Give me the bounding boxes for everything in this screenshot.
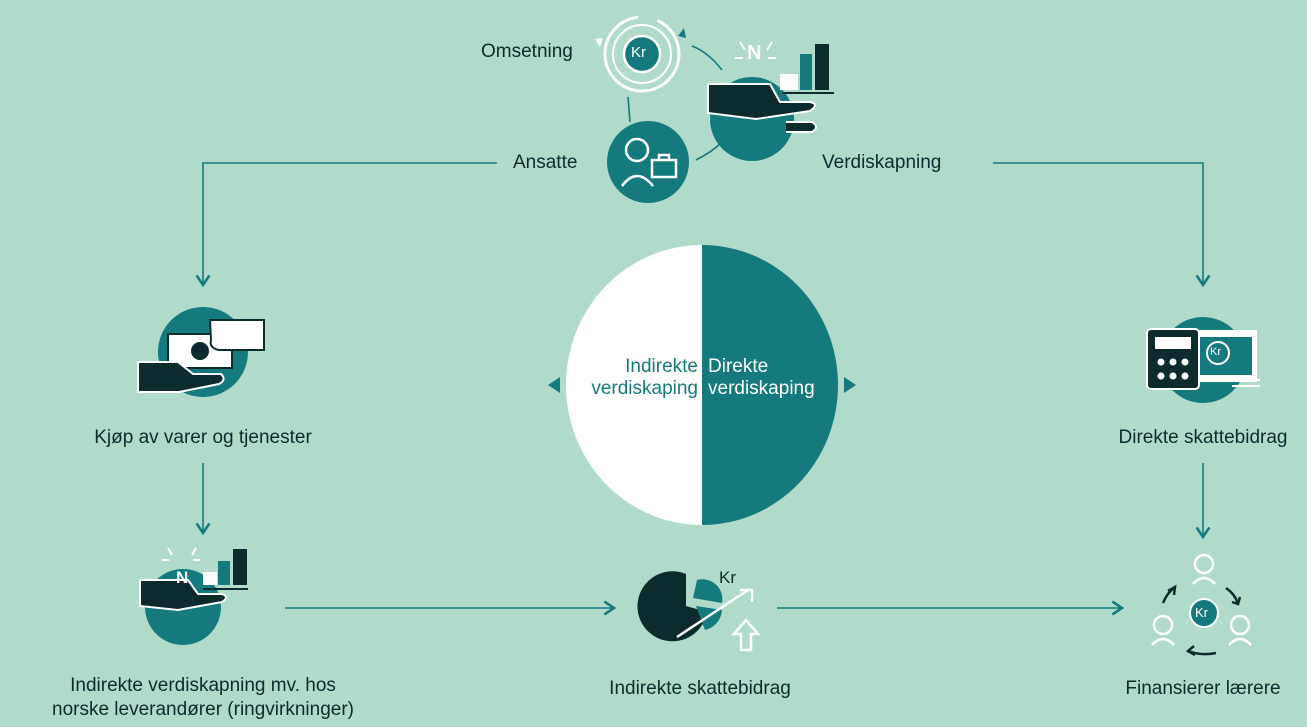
pie-right-line2: verdiskaping [708, 378, 815, 399]
label-indirekte-skatt: Indirekte skattebidrag [609, 678, 791, 699]
pie-left-line2: verdiskaping [591, 378, 698, 399]
pie-label-indirekte: Indirekte verdiskaping [591, 356, 698, 400]
kr-icon-direkte: Kr [1210, 346, 1221, 358]
employee-icon [607, 121, 689, 203]
arrow-to-kjop [195, 162, 497, 288]
funding-teachers-icon [1151, 553, 1252, 657]
label-indirekte-verdi-line2: norske leverandører (ringvirkninger) [52, 699, 354, 720]
pie-left-half [566, 245, 702, 525]
value-creation-hand-icon [707, 41, 834, 161]
revenue-cycle-icon [595, 15, 686, 93]
label-finansierer: Finansierer lærere [1125, 678, 1281, 699]
pie-right-half [702, 245, 838, 525]
connector-lines [195, 162, 1211, 616]
kr-icon-skatt: Kr [719, 568, 736, 587]
pie-right-line1: Direkte [708, 356, 769, 377]
label-omsetning: Omsetning [481, 40, 573, 64]
supplier-hand-icon [139, 547, 248, 645]
label-indirekte-verdi: Indirekte verdiskapning mv. hos norske l… [52, 674, 354, 722]
kr-icon-finansierer: Kr [1195, 605, 1208, 620]
pie-label-direkte: Direkte verdiskaping [708, 356, 815, 400]
label-kjop: Kjøp av varer og tjenester [94, 426, 312, 450]
arrow-to-direkte-skatt [993, 162, 1211, 288]
purchase-icon [137, 307, 265, 397]
label-direkte-skatt: Direkte skattebidrag [1118, 427, 1288, 448]
label-verdiskapning: Verdiskapning [818, 151, 946, 175]
tax-pie-chart-icon [637, 571, 761, 652]
center-pie [548, 245, 856, 525]
pie-left-line1: Indirekte [625, 356, 698, 377]
n-letter-icon: N [747, 42, 762, 64]
calculator-money-icon [1146, 317, 1260, 403]
label-indirekte-verdi-line1: Indirekte verdiskapning mv. hos [70, 675, 336, 696]
label-ansatte: Ansatte [509, 151, 582, 175]
kr-icon-omsetning: Kr [631, 44, 646, 61]
pie-left-arrow [548, 377, 560, 393]
pie-right-arrow [844, 377, 856, 393]
n-letter-icon-small: N [176, 568, 189, 587]
